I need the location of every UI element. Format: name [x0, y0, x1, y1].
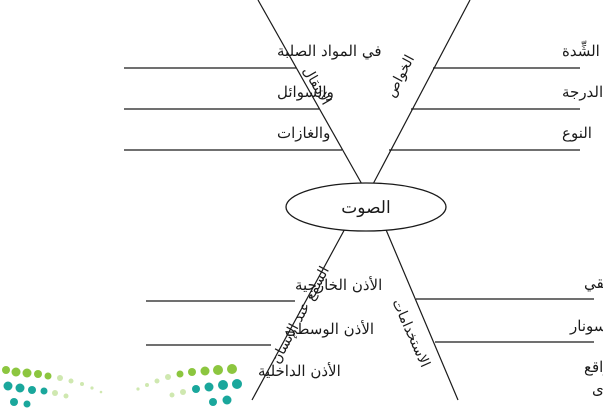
spoke-top-left — [257, 0, 364, 187]
item-type: النوع — [562, 124, 592, 142]
branch-title-uses: الاستخدامات — [388, 297, 432, 370]
item-gases: والغازات — [277, 124, 330, 142]
diagram-lines — [124, 0, 594, 401]
center-ellipse — [285, 182, 447, 232]
dot-logo — [0, 356, 250, 414]
item-inner-ear: الأذن الداخلية — [258, 362, 341, 380]
branch-title-properties: الخواص — [383, 52, 418, 99]
spoke-bottom-left — [251, 224, 348, 401]
center-label: الصوت — [341, 198, 390, 218]
item-echolocation-2: باستخدام الصدى — [592, 380, 603, 398]
item-echolocation-1: تحديد المواقع — [584, 358, 603, 376]
spoke-bottom-right — [383, 224, 459, 401]
item-ultrasound: التصوير فوق الطبقي — [584, 274, 603, 292]
item-sonar: السونار — [569, 317, 603, 335]
item-outer-ear: الأذن الخارجية — [295, 276, 382, 294]
item-pitch: الدرجة — [562, 83, 603, 101]
item-solids: في المواد الصلبة — [277, 42, 382, 60]
item-intensity: الشِّدة — [562, 40, 600, 60]
item-middle-ear: الأذن الوسطى — [285, 320, 374, 338]
item-liquids: والسوائل — [277, 83, 334, 101]
spoke-top-right — [371, 0, 471, 187]
